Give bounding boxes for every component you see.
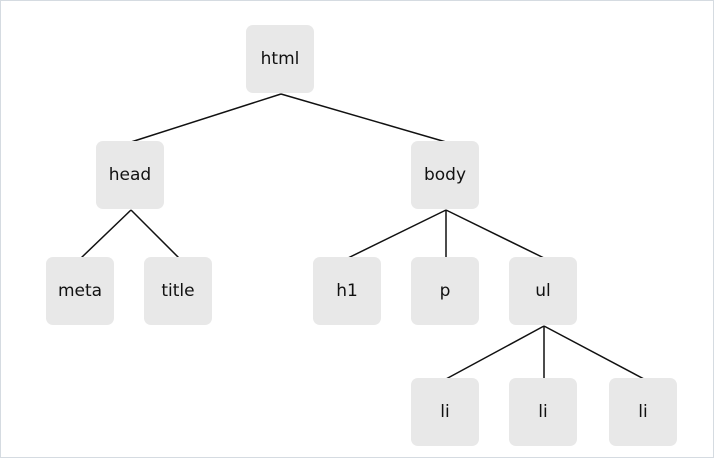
node-body: body [411,141,479,209]
node-html: html [246,25,314,93]
edge-html-body [280,93,447,143]
node-li-1: li [411,378,479,446]
edge-html-head [130,93,282,143]
node-meta: meta [46,257,114,325]
edge-ul-li3 [543,325,645,380]
node-h1: h1 [313,257,381,325]
edge-body-ul [445,209,545,259]
node-title: title [144,257,212,325]
node-p: p [411,257,479,325]
edge-body-h1 [347,209,447,259]
node-head: head [96,141,164,209]
node-li-2: li [509,378,577,446]
edge-head-title [130,209,180,259]
edge-ul-li1 [445,325,545,380]
node-li-3: li [609,378,677,446]
node-ul: ul [509,257,577,325]
edge-head-meta [80,209,132,259]
